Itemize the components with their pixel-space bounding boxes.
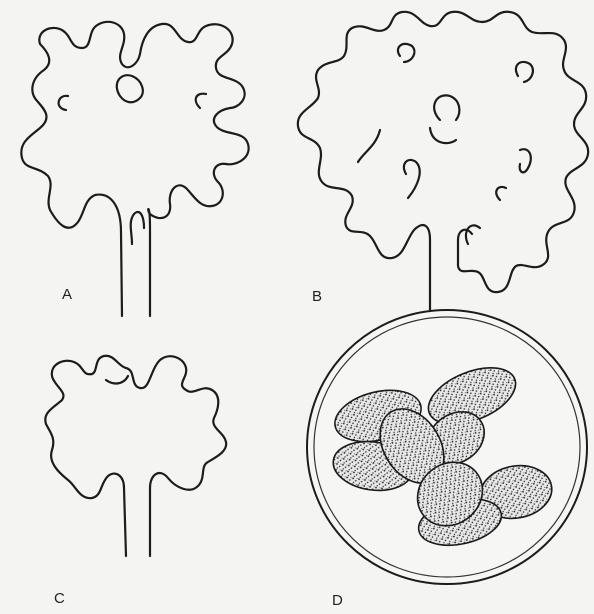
panel-label-a: A — [62, 286, 72, 303]
panel-d-drawing — [307, 310, 587, 584]
panel-label-b: B — [312, 288, 322, 305]
panel-label-c: C — [54, 590, 65, 607]
panel-a-drawing — [21, 22, 248, 316]
panel-b-drawing — [298, 12, 588, 310]
panel-c-drawing — [45, 356, 226, 556]
panel-label-d: D — [332, 592, 343, 609]
